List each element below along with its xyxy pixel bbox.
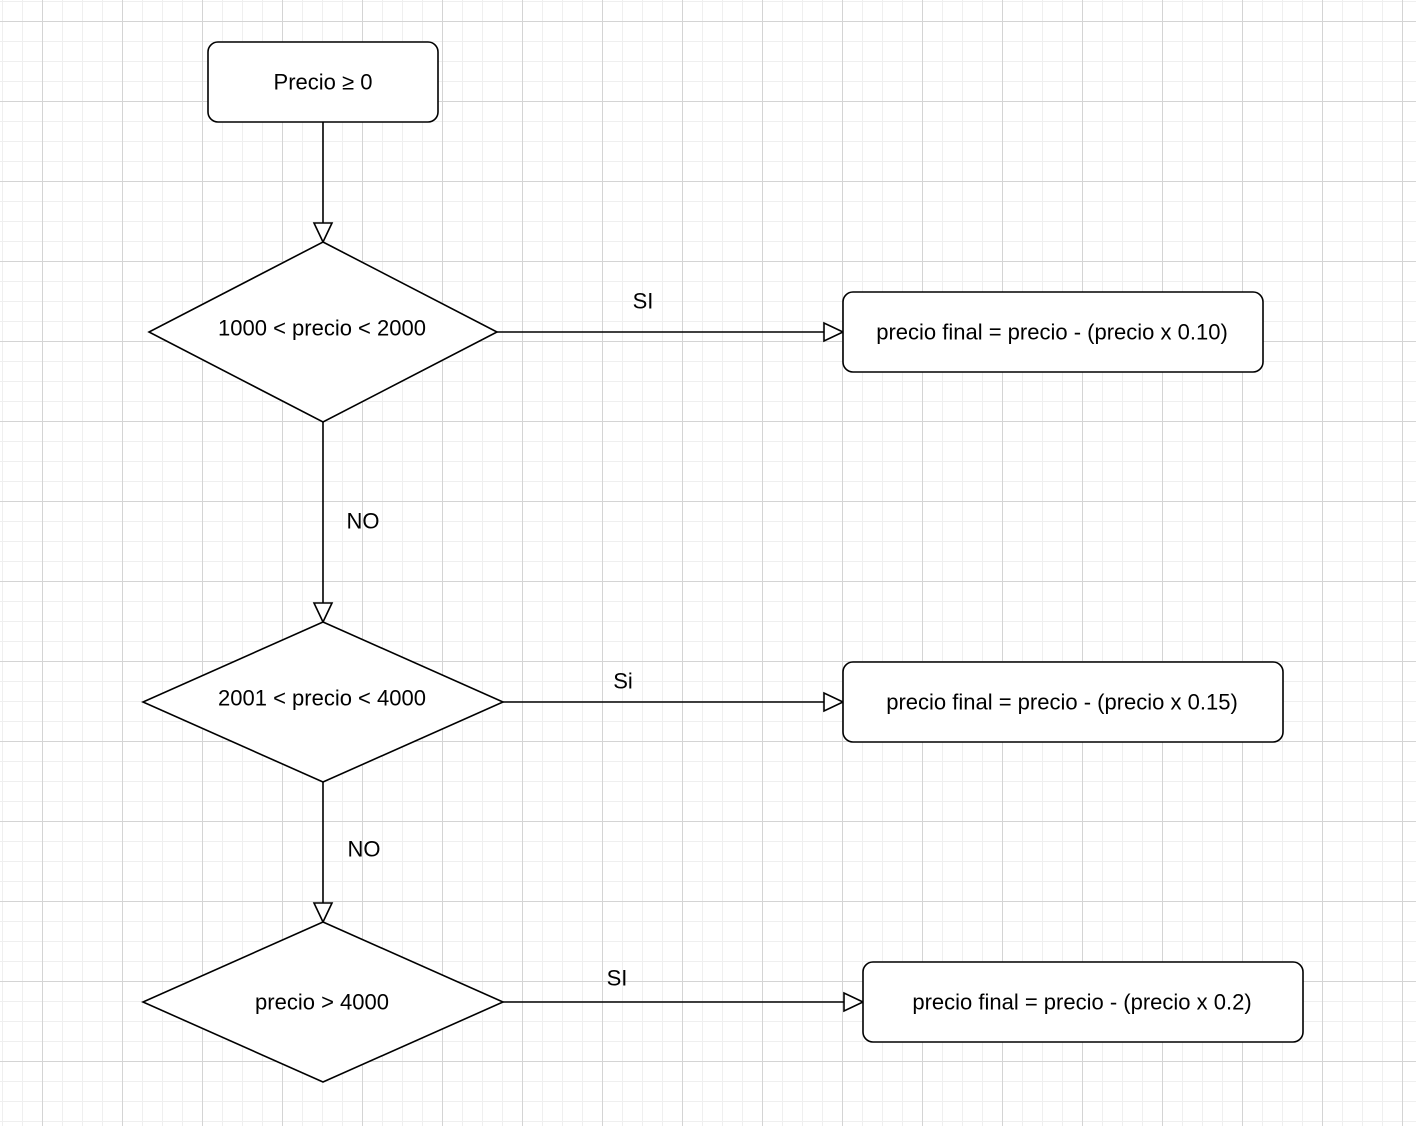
edge-cond2-yes[interactable] [503, 691, 845, 713]
result-discount-10[interactable]: precio final = precio - (precio x 0.10) [842, 291, 1264, 373]
edge-cond1-yes[interactable] [497, 321, 845, 343]
node-start[interactable]: Precio ≥ 0 [207, 41, 439, 123]
edge-cond1-no[interactable] [312, 422, 334, 624]
edge-cond3-yes[interactable] [503, 991, 865, 1013]
decision-cond3-label: precio > 4000 [255, 990, 389, 1015]
decision-cond1[interactable]: 1000 < precio < 2000 [147, 241, 499, 423]
result-discount-20-label: precio final = precio - (precio x 0.2) [912, 990, 1251, 1015]
edge-cond2-no[interactable] [312, 782, 334, 924]
edge-start-to-cond1[interactable] [312, 122, 334, 244]
arrowhead-icon [823, 691, 845, 713]
arrowhead-icon [312, 602, 334, 624]
arrowhead-icon [312, 902, 334, 924]
result-discount-20[interactable]: precio final = precio - (precio x 0.2) [862, 961, 1304, 1043]
edge-label-cond1-yes: SI [633, 289, 654, 314]
decision-cond3[interactable]: precio > 4000 [141, 921, 505, 1083]
arrowhead-icon [312, 222, 334, 244]
decision-cond2-label: 2001 < precio < 4000 [218, 686, 426, 711]
result-discount-10-label: precio final = precio - (precio x 0.10) [876, 320, 1228, 345]
node-start-label: Precio ≥ 0 [274, 70, 373, 95]
decision-cond1-label: 1000 < precio < 2000 [218, 316, 426, 341]
edge-label-cond3-yes: SI [607, 966, 628, 991]
arrowhead-icon [823, 321, 845, 343]
result-discount-15[interactable]: precio final = precio - (precio x 0.15) [842, 661, 1284, 743]
edge-label-cond2-yes: Si [613, 669, 633, 694]
edge-label-cond2-no: NO [348, 837, 381, 862]
arrowhead-icon [843, 991, 865, 1013]
edge-label-cond1-no: NO [347, 509, 380, 534]
decision-cond2[interactable]: 2001 < precio < 4000 [141, 621, 505, 783]
result-discount-15-label: precio final = precio - (precio x 0.15) [886, 690, 1238, 715]
